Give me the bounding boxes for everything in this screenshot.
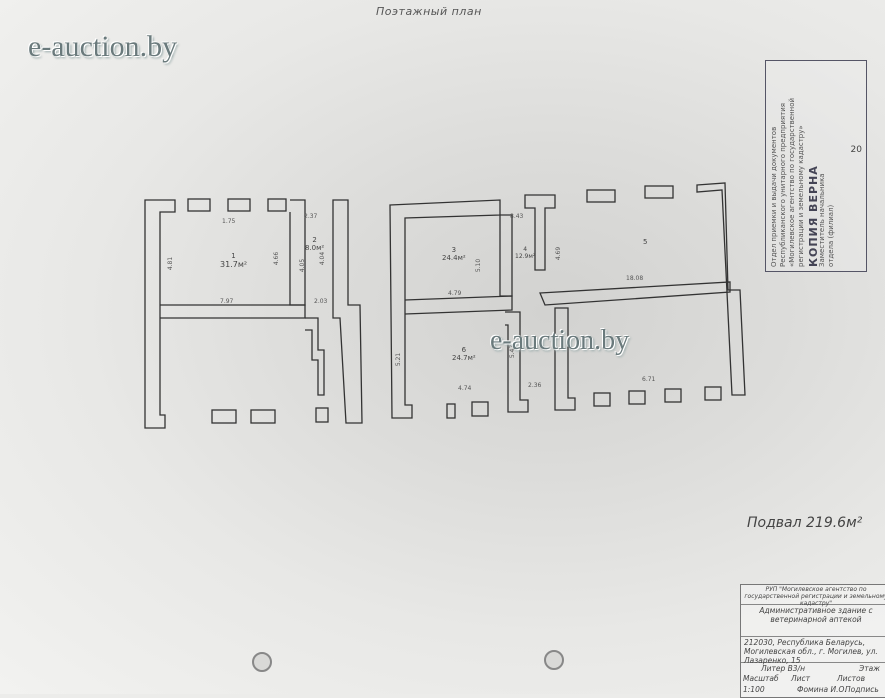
wall-left-inner	[160, 304, 306, 319]
watermark-center: e-auction.by	[490, 325, 630, 356]
stamp-line: «Могилевское агентство по государственно…	[788, 97, 796, 267]
stamp-line: отдела (филиал)	[827, 204, 835, 267]
tb-object: Административное здание с ветеринарной а…	[741, 605, 885, 637]
wall-left-stair	[305, 317, 325, 396]
wall-right-partition	[499, 214, 513, 297]
tb-etazh: Этаж	[859, 664, 880, 673]
wall-left-partition	[289, 199, 306, 306]
dim-label: 2.37	[304, 213, 318, 220]
stamp-title: КОПИЯ ВЕРНА	[807, 165, 820, 267]
dim-label: 1.75	[222, 218, 236, 225]
dim-label: 6.71	[642, 376, 656, 383]
watermark-top: e-auction.by	[28, 30, 178, 63]
tb-sign-label: Подпись	[845, 685, 879, 694]
certification-stamp: Отдел приемки и выдачи документов Респуб…	[765, 60, 867, 272]
window-right-2	[644, 185, 674, 199]
window-left-b2	[250, 409, 276, 424]
total-area-label: Подвал 219.6м²	[747, 515, 863, 531]
dim-label: 2.36	[528, 382, 542, 389]
tb-organization: РУП "Могилевское агентство по государств…	[741, 585, 885, 607]
window-left-2	[227, 198, 251, 212]
wall-left-right-outer	[332, 199, 363, 424]
wall-right-column	[524, 194, 556, 271]
wall-right-column2	[505, 311, 529, 413]
wall-right-mid	[404, 295, 513, 315]
dim-label: 5.21	[395, 352, 403, 367]
tb-scale-label: Масштаб	[743, 674, 779, 683]
window-right-b3	[593, 392, 611, 407]
dim-label: 4.81	[167, 256, 175, 271]
window-right-b2	[471, 401, 489, 417]
wall-left-outer	[144, 199, 176, 429]
window-left-3	[267, 198, 287, 212]
window-right-b6	[704, 386, 722, 401]
tb-address: 212030, Республика Беларусь, Могилевская…	[741, 637, 885, 665]
dim-label: 4.66	[273, 251, 281, 266]
dim-label: 18.08	[626, 275, 644, 282]
window-left-1	[187, 198, 211, 212]
tb-list-label: Лист	[791, 674, 811, 683]
plan-title: Поэтажный план	[376, 5, 482, 18]
dim-label: 4.74	[458, 385, 472, 392]
window-right-b1	[446, 403, 456, 419]
window-left-b1	[211, 409, 237, 424]
stamp-line: Республиканского унитарного предприятия	[779, 103, 787, 267]
tb-litera: Литер В3/н	[761, 664, 805, 673]
window-left-b3	[315, 407, 329, 423]
stamp-year: 20	[850, 145, 862, 155]
dim-label: 5.10	[475, 258, 483, 273]
stamp-line: Отдел приемки и выдачи документов	[770, 126, 778, 267]
dim-label: 8.43	[510, 213, 524, 220]
dim-label: 4.04	[319, 251, 327, 266]
wall-right-column3	[554, 307, 576, 411]
wall-right-outer-right	[696, 182, 746, 396]
wall-right-outer-left	[389, 199, 501, 419]
title-block: РУП "Могилевское агентство по государств…	[740, 584, 885, 698]
tb-executor: Фомина И.О.	[797, 685, 847, 694]
stamp-line: регистрации и земельному кадастру»	[797, 125, 805, 267]
binder-hole	[544, 650, 564, 670]
wall-right-corridor	[539, 281, 731, 306]
window-right-b5	[664, 388, 682, 403]
binder-hole	[252, 652, 272, 672]
tb-scale: 1:100	[743, 685, 765, 694]
dim-label: 4.79	[448, 290, 462, 297]
dim-label: 2.03	[314, 298, 328, 305]
window-right-1	[586, 189, 616, 203]
dim-label: 4.69	[555, 246, 563, 261]
tb-listov-label: Листов	[837, 674, 866, 683]
dim-label: 4.05	[299, 258, 307, 273]
room-5: 5	[643, 238, 648, 246]
dim-label: 7.97	[220, 298, 234, 305]
window-right-b4	[628, 390, 646, 405]
